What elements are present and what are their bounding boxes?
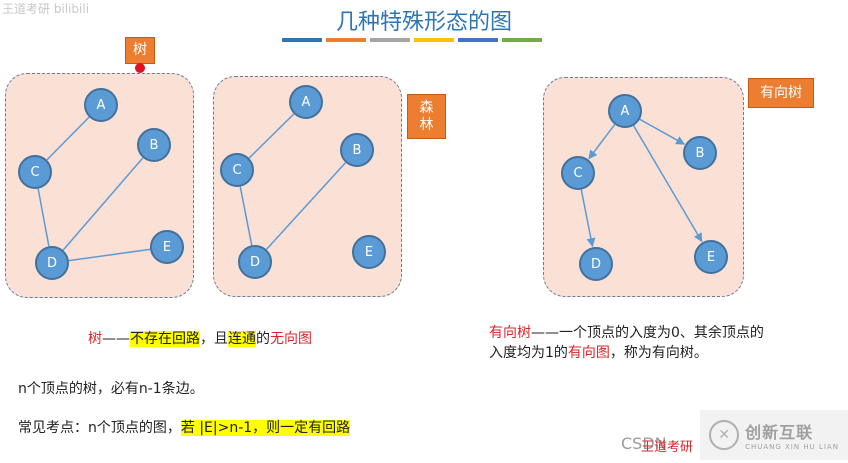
title-bar-5 [502,38,542,42]
tree-callout: 树 [125,37,155,64]
directed-tree-term: 有向树 [489,325,531,341]
tree-dash: —— [102,331,130,347]
dtree-def-text-3: ，称为有向树。 [609,345,708,361]
brand-pinyin: CHUANG XIN HU LIAN [745,443,839,451]
dtree-def-text-2: 入度均为1的 [489,345,568,361]
tree-node-C: C [18,155,52,189]
directed-graph-term: 有向图 [567,345,610,361]
brand-watermark: ✕ 创新互联 CHUANG XIN HU LIAN [700,410,848,460]
directed_tree-node-D: D [579,247,613,281]
note-exam-prefix: 常见考点：n个顶点的图， [18,420,181,436]
forest-node-C: C [220,153,254,187]
undirected-graph-term: 无向图 [270,331,312,347]
directed_tree-node-B: B [683,136,717,170]
note-exam-point: 常见考点：n个顶点的图，若 |E|>n-1，则一定有回路 [18,417,351,437]
tree-node-D: D [35,246,69,280]
dtree-dash: —— [531,325,559,341]
csdn-watermark: CSDN [621,434,667,453]
directed-tree-callout: 有向树 [748,78,814,108]
directed_tree-node-C: C [561,156,595,190]
forest-node-D: D [238,245,272,279]
title-bar-2 [370,38,410,42]
forest-callout: 森林 [407,94,446,139]
title-bar-1 [326,38,366,42]
callout-pointer [135,63,145,73]
tree-definition: 树——不存在回路，且连通的无向图 [88,328,312,348]
title-bar-0 [282,38,322,42]
title-bar-4 [458,38,498,42]
note-tree-edges: n个顶点的树，必有n-1条边。 [18,381,204,397]
tree-def-text-1: ，且 [200,331,228,347]
directed_tree-node-A: A [608,94,642,128]
forest-node-B: B [340,133,374,167]
cycle-condition-highlight: 若 |E|>n-1，则一定有回路 [180,420,351,436]
directed-tree-definition: 有向树——一个顶点的入度为0、其余顶点的 入度均为1的有向图，称为有向树。 [489,323,764,363]
tree-def-text-2: 的 [256,331,270,347]
tree-term: 树 [88,331,102,347]
slide-title: 几种特殊形态的图 [335,10,512,35]
tree-node-B: B [137,128,171,162]
dtree-def-text-1: 一个顶点的入度为0、其余顶点的 [559,325,764,341]
connected-highlight: 连通 [228,331,256,347]
tree-node-E: E [150,230,184,264]
forest-node-A: A [289,85,323,119]
wangdao-watermark: 王道考研 [641,440,694,455]
brand-name: 创新互联 [745,423,814,442]
title-bar-3 [414,38,454,42]
forest-node-E: E [352,235,386,269]
watermark-left: 王道考研 bilibili [2,2,90,16]
directed_tree-node-E: E [694,240,728,274]
no-cycle-highlight: 不存在回路 [130,331,200,347]
title-underline-bars [282,38,542,42]
brand-logo-icon: ✕ [709,420,740,450]
tree-node-A: A [84,88,118,122]
